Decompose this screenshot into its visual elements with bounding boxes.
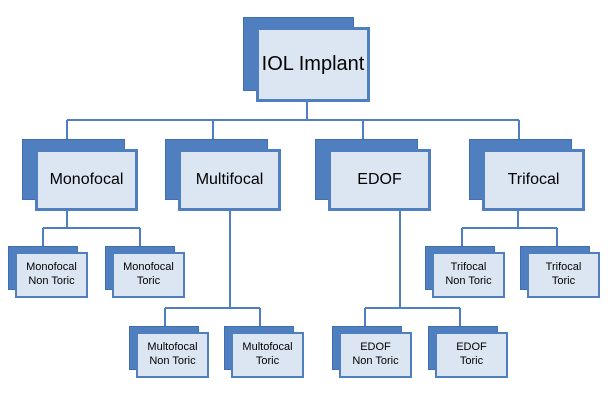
connector-multifocal [164, 208, 261, 328]
node-multifocal: Multifocal [165, 139, 281, 211]
node-label: EDOF [357, 171, 402, 188]
node-label: Multifocal [195, 171, 264, 188]
connector-trifocal [461, 208, 558, 248]
node-label: Monofocal [49, 171, 124, 188]
node-edof: EDOF [315, 139, 431, 211]
connector-edof [364, 208, 461, 328]
node-trifocal: Trifocal [469, 139, 585, 211]
node-label: IOL Implant [261, 53, 365, 75]
connector-monofocal [42, 208, 141, 248]
node-label: Trifocal [507, 171, 560, 188]
connector-root [66, 98, 520, 140]
node-iol-implant: IOL Implant [243, 17, 370, 102]
node-monofocal: Monofocal [22, 139, 138, 211]
